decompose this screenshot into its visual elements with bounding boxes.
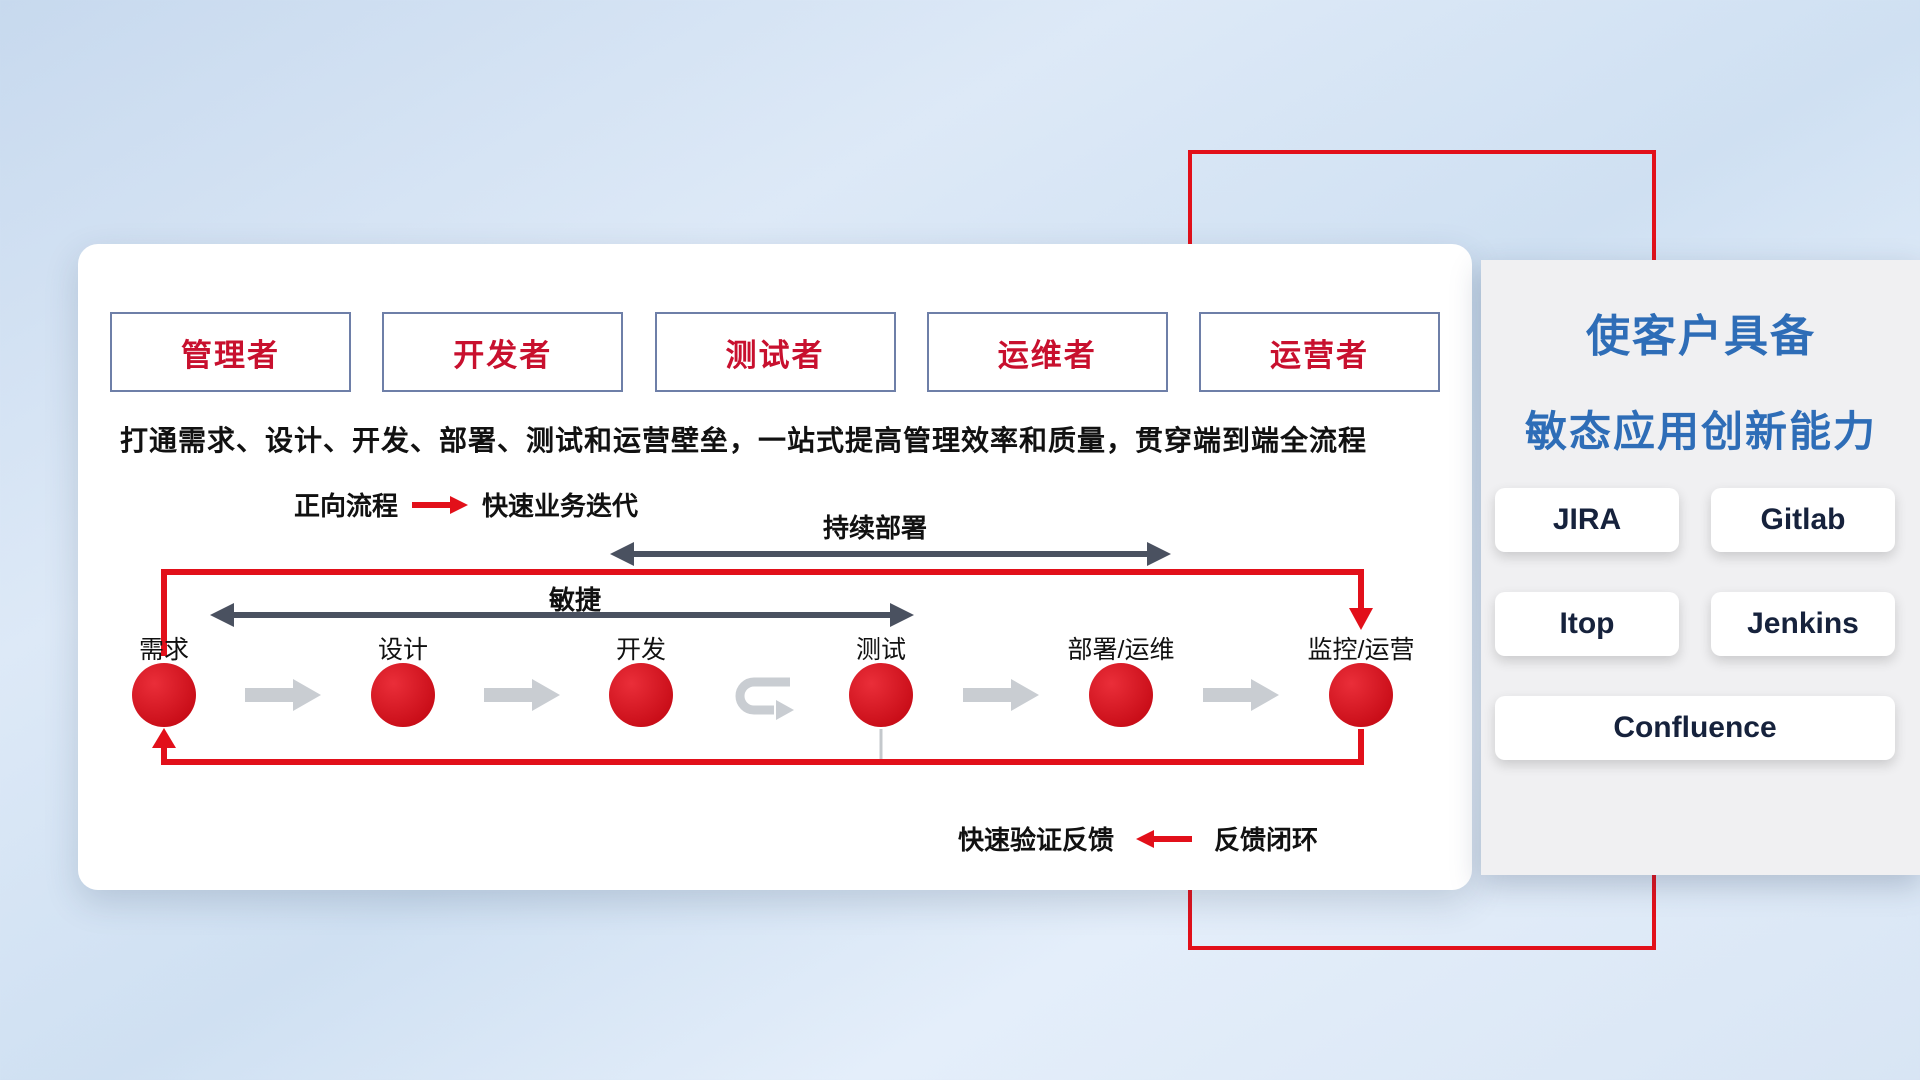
step-label-requirements: 需求: [138, 636, 189, 664]
feedback-legend-desc: 快速验证反馈: [958, 825, 1115, 855]
agile-arrow: [210, 603, 914, 627]
step-label-develop: 开发: [615, 636, 666, 664]
iteration-loop-icon: [735, 677, 794, 720]
role-label: 开发者: [453, 337, 553, 373]
role-label: 管理者: [181, 337, 280, 373]
step-label-deploy-ops: 部署/运维: [1067, 636, 1175, 664]
tool-jenkins: Jenkins: [1711, 592, 1895, 656]
role-box-developer: 开发者: [382, 312, 624, 392]
tool-confluence: Confluence: [1495, 696, 1895, 760]
tool-itop: Itop: [1495, 592, 1679, 656]
role-box-manager: 管理者: [110, 312, 351, 392]
tool-row: Itop Jenkins: [1495, 592, 1895, 656]
role-box-operator: 运营者: [1199, 312, 1440, 392]
step-label-monitor-ops: 监控/运营: [1307, 636, 1415, 664]
legend-forward: 正向流程 快速业务迭代: [294, 486, 638, 523]
step-label-design: 设计: [377, 636, 428, 664]
feedback-loop-line: [152, 728, 1364, 765]
tool-gitlab: Gitlab: [1711, 488, 1895, 552]
devops-flow-card: 管理者 开发者 测试者 运维者 运营者 打通需求、设计、开发、部署、测试和运营壁…: [78, 244, 1472, 890]
continuous-deploy-label: 持续部署: [822, 513, 927, 543]
forward-loop-line: [161, 569, 1373, 656]
tool-row: Confluence: [1495, 696, 1895, 760]
panel-title-line2: 敏态应用创新能力: [1524, 408, 1877, 455]
agile-label: 敏捷: [548, 585, 601, 615]
step-circle-test: [849, 663, 913, 727]
step-label-test: 测试: [855, 636, 906, 664]
capability-panel: 使客户具备 敏态应用创新能力 JIRA Gitlab Itop Jenkins …: [1481, 260, 1920, 875]
flow-lines: [152, 542, 1373, 765]
step-circle-develop: [609, 663, 673, 727]
tool-row: JIRA Gitlab: [1495, 488, 1895, 552]
tagline: 打通需求、设计、开发、部署、测试和运营壁垒，一站式提高管理效率和质量，贯穿端到端…: [120, 425, 1368, 456]
step-arrow-icons: [245, 679, 1279, 711]
continuous-deploy-arrow: [610, 542, 1171, 566]
step-circle-deploy-ops: [1089, 663, 1153, 727]
feedback-legend-label: 反馈闭环: [1214, 825, 1319, 855]
role-label: 测试者: [725, 337, 825, 373]
forward-arrow-icon: [412, 495, 469, 514]
step-circle-requirements: [132, 663, 196, 727]
legend-feedback: 快速验证反馈 反馈闭环: [958, 820, 1318, 857]
forward-legend-label: 正向流程: [294, 491, 399, 521]
role-label: 运营者: [1270, 337, 1369, 373]
role-box-tester: 测试者: [654, 312, 896, 392]
panel-title-line1: 使客户具备: [1586, 312, 1816, 361]
forward-legend-desc: 快速业务迭代: [482, 491, 639, 521]
step-circle-design: [371, 663, 435, 727]
roles-row: 管理者 开发者 测试者 运维者 运营者: [78, 312, 1472, 392]
tool-jira: JIRA: [1495, 488, 1679, 552]
step-circle-monitor-ops: [1329, 663, 1393, 727]
feedback-arrow-icon: [1136, 829, 1193, 848]
role-box-ops: 运维者: [926, 312, 1168, 392]
role-label: 运维者: [997, 337, 1097, 373]
tool-list: JIRA Gitlab Itop Jenkins Confluence: [1495, 488, 1895, 800]
